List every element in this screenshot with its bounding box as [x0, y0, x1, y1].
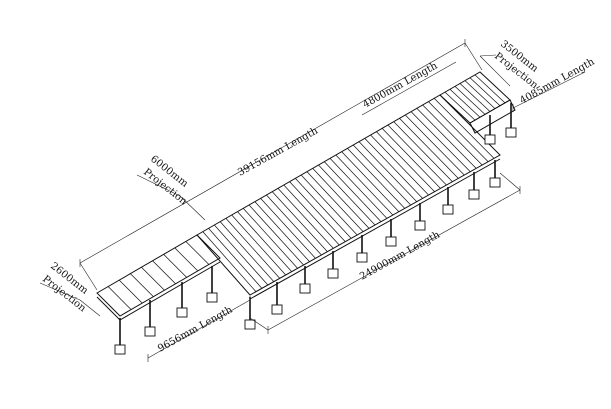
- right-rafter: [464, 80, 496, 109]
- footing: [489, 177, 501, 188]
- center-rafter: [266, 194, 322, 256]
- footing: [327, 268, 339, 279]
- center-rafter: [433, 98, 495, 159]
- center-rafter: [347, 148, 406, 209]
- left-rafter: [141, 266, 165, 291]
- dimension-labels: 39156mm Length 4800mm Length 3500mm Proj…: [40, 39, 597, 355]
- center-rafter: [231, 214, 286, 276]
- footing: [484, 134, 496, 145]
- center-rafter: [254, 201, 310, 262]
- footing: [385, 236, 397, 247]
- center-rafter: [370, 134, 429, 196]
- left-rafter: [163, 254, 187, 278]
- left-rafter: [185, 241, 210, 265]
- left-rafter: [152, 260, 176, 285]
- left-length-label: 9656mm Length: [156, 304, 235, 354]
- center-rafter: [289, 181, 346, 242]
- center-rafter: [387, 124, 447, 186]
- center-rafter: [324, 161, 382, 222]
- center-rafter: [225, 218, 281, 279]
- center-rafter: [243, 208, 298, 269]
- center-rafter: [260, 198, 316, 259]
- right-roof-section: [439, 71, 516, 134]
- posts-and-footings: [114, 103, 517, 355]
- center-rafter: [335, 154, 394, 216]
- right-rafter: [469, 77, 501, 107]
- center-rafter: [376, 131, 435, 192]
- center-rafter: [219, 221, 275, 282]
- footing: [271, 304, 283, 315]
- right-rafter: [459, 83, 491, 112]
- center-rafter: [300, 174, 358, 236]
- left-roof-section: [96, 234, 221, 321]
- mid-length-label: 4800mm Length: [361, 60, 440, 110]
- center-rafter: [214, 224, 269, 286]
- center-rafter: [381, 128, 441, 189]
- right-rafter: [449, 88, 481, 118]
- right-rafter: [454, 86, 486, 115]
- center-rafter: [329, 158, 388, 219]
- center-length-label: 24900mm Length: [358, 229, 442, 282]
- center-rafter: [358, 141, 417, 202]
- left-rafter: [174, 247, 199, 272]
- footing: [505, 127, 517, 138]
- center-rafter: [271, 191, 328, 252]
- left-rafter: [107, 286, 132, 310]
- footing: [468, 189, 480, 200]
- footing: [299, 283, 311, 294]
- center-rafter: [393, 121, 453, 182]
- center-rafter: [352, 144, 411, 206]
- center-rafter: [202, 231, 257, 292]
- footing: [244, 319, 256, 330]
- center-rafter: [306, 171, 364, 232]
- center-rafter: [208, 228, 263, 289]
- center-rafter: [341, 151, 400, 212]
- center-rafter: [237, 211, 292, 272]
- footing: [176, 307, 188, 318]
- center-rafter: [277, 188, 334, 249]
- center-rafter: [422, 104, 483, 166]
- footing: [144, 326, 156, 337]
- right-rafter: [474, 74, 506, 104]
- dimension-lines: [39, 39, 586, 362]
- center-rafter: [428, 101, 489, 162]
- center-roof-section: [196, 94, 501, 300]
- center-rafter: [248, 204, 304, 266]
- footing: [414, 220, 426, 231]
- right-rafter: [444, 91, 476, 121]
- center-rafter: [295, 178, 352, 239]
- center-rafter: [405, 114, 465, 176]
- left-rafter: [130, 273, 154, 297]
- center-rafter: [318, 164, 376, 226]
- footing: [356, 252, 368, 263]
- footing: [114, 344, 126, 355]
- center-rafter: [399, 118, 459, 179]
- left-rafter: [118, 279, 143, 304]
- center-rafter: [416, 108, 477, 169]
- footing: [442, 204, 454, 215]
- footing: [206, 292, 218, 303]
- center-rafter: [364, 138, 423, 199]
- center-rafter: [410, 111, 471, 172]
- center-rafter: [312, 168, 370, 229]
- center-rafter: [283, 184, 340, 246]
